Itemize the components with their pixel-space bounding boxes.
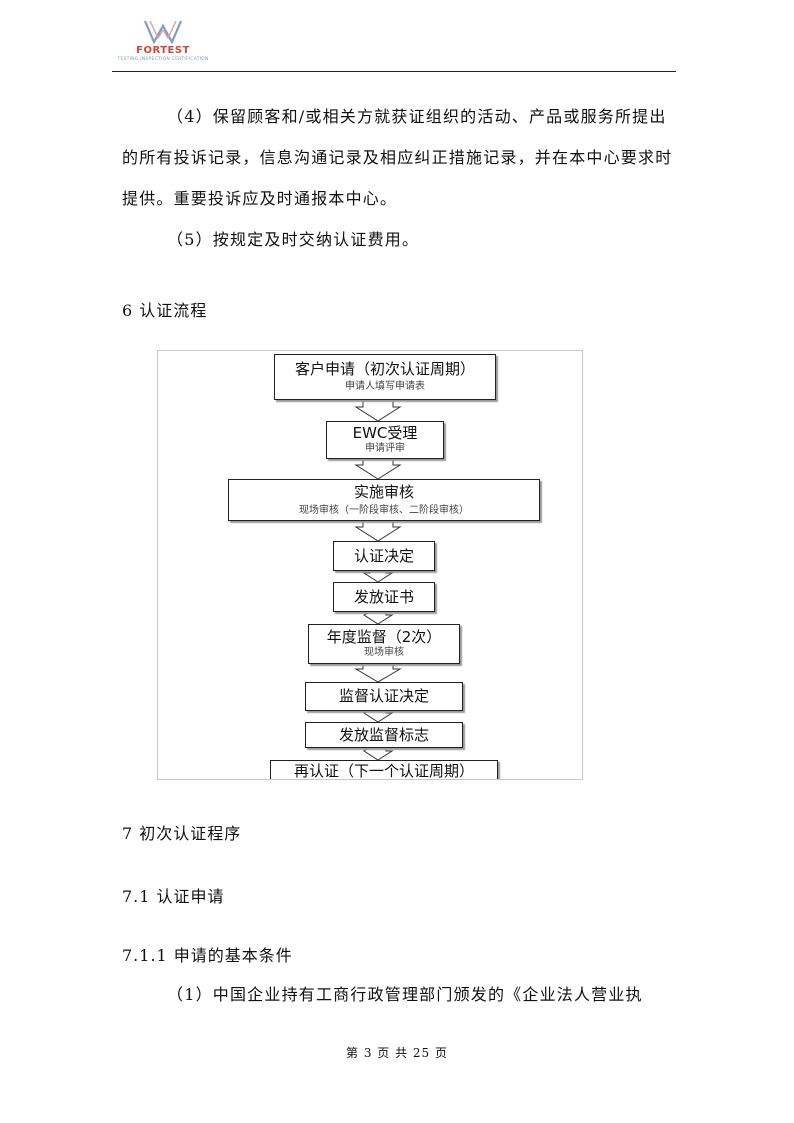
flow-step-customer-application: 客户申请（初次认证周期） 申请人填写申请表 [274, 354, 496, 400]
flow-step-issue-certificate: 发放证书 [333, 582, 435, 612]
section-heading-7-1: 7.1 认证申请 [122, 887, 225, 906]
flow-step-surveillance-decision: 监督认证决定 [305, 682, 463, 711]
flow-step-audit: 实施审核 现场审核（一阶段审核、二阶段审核） [228, 479, 540, 521]
flow-step-title: 年度监督（2次） [326, 628, 442, 646]
flow-step-subtitle: 申请人填写申请表 [345, 381, 425, 392]
flow-step-recertification: 再认证（下一个认证周期） [270, 760, 498, 780]
flow-step-subtitle: 现场审核 [364, 647, 404, 658]
flow-arrow-6 [354, 663, 402, 683]
logo-wordmark: FORTEST [136, 45, 190, 56]
flow-step-ewc-acceptance: EWC受理 申请评审 [326, 421, 444, 459]
flow-step-certification-decision: 认证决定 [333, 541, 435, 571]
header-divider [112, 71, 676, 72]
fortest-logo-icon [143, 20, 183, 45]
section-heading-7: 7 初次认证程序 [122, 824, 242, 843]
page-number: 第 3 页 共 25 页 [346, 1046, 448, 1060]
flow-arrow-2 [354, 457, 402, 480]
section-heading-7-1-1: 7.1.1 申请的基本条件 [122, 946, 293, 965]
flow-step-title: EWC受理 [352, 424, 418, 442]
paragraph-item-4: （4）保留顾客和/或相关方就获证组织的活动、产品或服务所提出的所有投诉记录，信息… [122, 107, 673, 208]
paragraph-condition-1: （1）中国企业持有工商行政管理部门颁发的《企业法人营业执 [167, 985, 643, 1004]
flow-step-title: 实施审核 [353, 483, 414, 501]
flow-arrow-7 [362, 709, 394, 723]
flow-arrow-3 [354, 520, 402, 542]
flow-step-subtitle: 申请评审 [365, 443, 405, 454]
flow-step-title: 监督认证决定 [338, 687, 429, 705]
flow-step-title: 再认证（下一个认证周期） [293, 762, 474, 780]
flow-arrow-4 [362, 569, 394, 583]
flow-step-title: 客户申请（初次认证周期） [294, 360, 475, 378]
flow-step-title: 发放监督标志 [338, 726, 429, 744]
flow-step-title: 认证决定 [353, 547, 414, 565]
flow-arrows [354, 400, 402, 761]
certification-flowchart: 客户申请（初次认证周期） 申请人填写申请表 EWC受理 申请评审 实施审核 现场… [157, 350, 583, 780]
flow-arrow-1 [354, 400, 402, 422]
flow-arrow-5 [362, 611, 394, 625]
flow-step-title: 发放证书 [353, 588, 414, 606]
flow-step-issue-surveillance-mark: 发放监督标志 [305, 722, 463, 748]
logo-tagline: TESTING INSPECTION CERTIFICATION [117, 57, 209, 62]
flow-step-annual-surveillance: 年度监督（2次） 现场审核 [308, 624, 460, 664]
paragraph-item-5: （5）按规定及时交纳认证费用。 [167, 230, 420, 249]
flow-arrow-8 [363, 746, 394, 761]
flow-step-subtitle: 现场审核（一阶段审核、二阶段审核） [299, 505, 469, 516]
section-heading-6: 6 认证流程 [122, 301, 208, 320]
page-header: FORTEST TESTING INSPECTION CERTIFICATION [112, 18, 676, 72]
company-logo: FORTEST TESTING INSPECTION CERTIFICATION [112, 18, 214, 66]
